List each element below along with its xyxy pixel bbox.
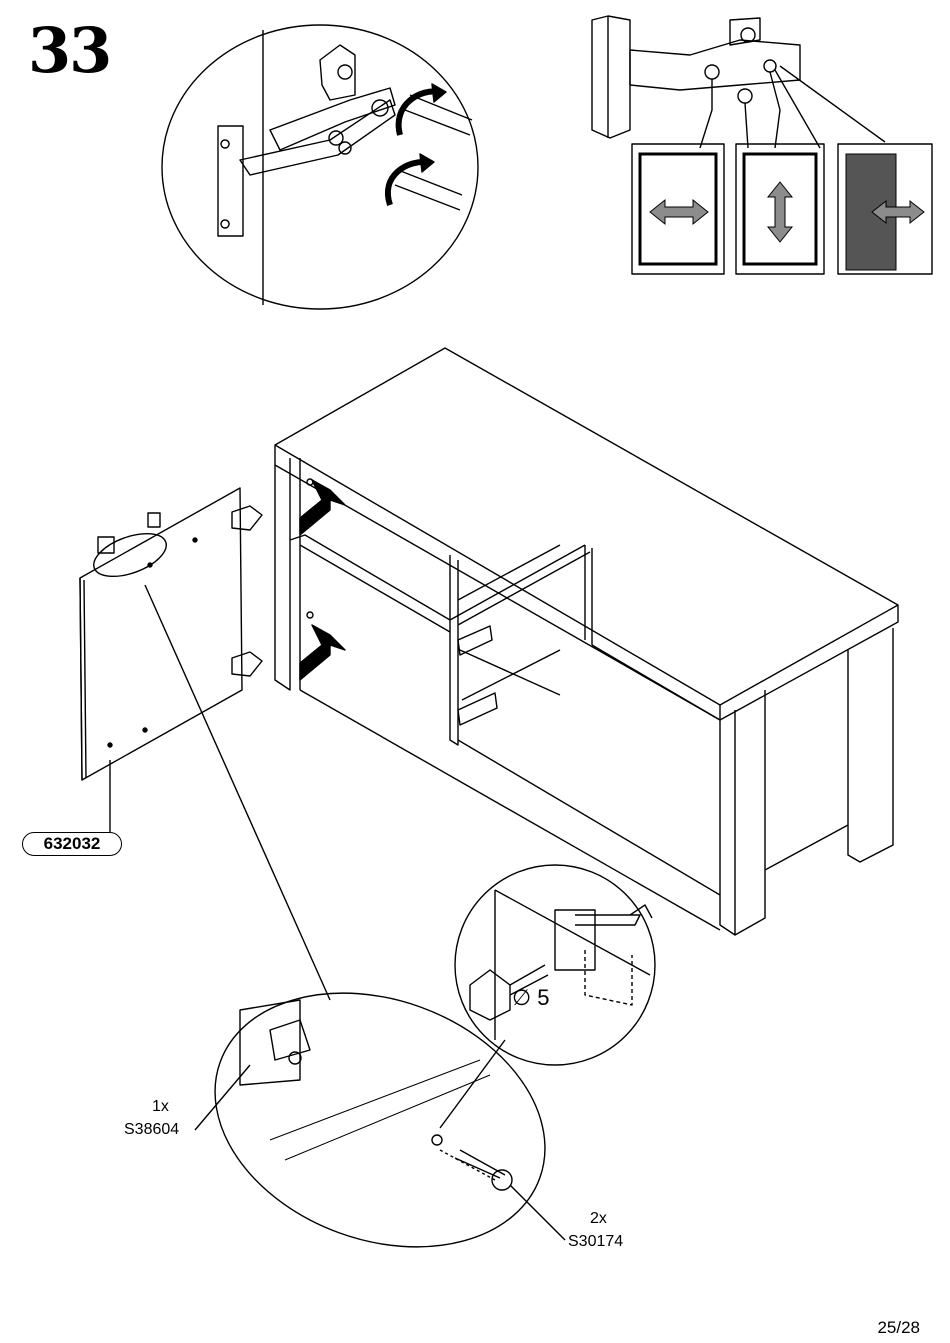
- screw-part-code: S30174: [568, 1233, 623, 1251]
- double-arrow-vertical-icon: [744, 154, 816, 264]
- door-part-code: 632032: [22, 832, 122, 856]
- drill-diameter-value: 5: [537, 985, 549, 1010]
- page-number: 25/28: [877, 1318, 920, 1338]
- screw-quantity: 2x: [590, 1210, 607, 1228]
- double-arrow-horizontal-icon: [640, 154, 716, 264]
- hinge-screwdriver-detail: [162, 25, 478, 309]
- double-arrow-depth-icon: [846, 154, 924, 270]
- tv-cabinet: [275, 348, 898, 935]
- cap-part-code: S38604: [124, 1121, 179, 1139]
- cap-quantity: 1x: [152, 1098, 169, 1116]
- insert-arrows: [300, 480, 345, 680]
- diameter-icon: ∅: [512, 985, 531, 1010]
- door-panel: [80, 488, 330, 1000]
- drill-diameter: ∅ 5: [512, 985, 550, 1011]
